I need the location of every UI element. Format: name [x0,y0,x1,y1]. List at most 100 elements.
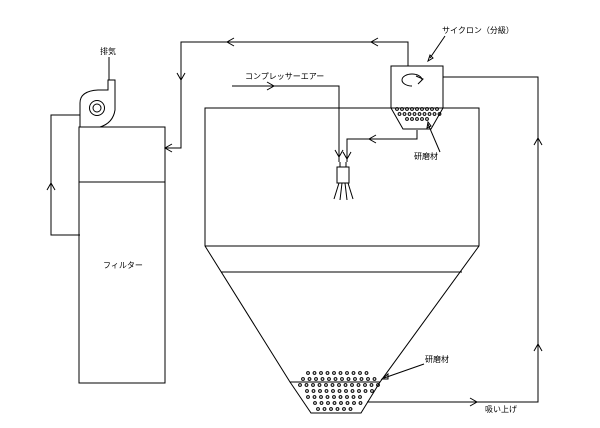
fan-impeller-outer [89,100,105,116]
abrasive-particle [348,407,353,411]
abrasive-particle [311,389,316,393]
abrasive-particle [324,389,329,393]
abrasive-top-leader-arrowhead [426,120,432,129]
abrasive-particle [351,395,356,399]
abrasive-particle [313,401,317,405]
nozzle-body [336,166,350,184]
cyclone-abrasive-particles [395,107,442,121]
right-arrow-icon-air [266,81,276,91]
abrasive-particle [327,377,331,381]
hopper-bottom [289,381,381,414]
cyclone-leader-line [429,35,446,59]
exhaust-label: 排気 [100,46,116,56]
abrasive-particle [432,112,437,116]
abrasive-bottom-leader-line [383,363,425,379]
abrasive-particle [332,395,336,399]
abrasive-particle [325,395,330,399]
abrasive-particle [337,389,342,393]
compressor-air-label: コンプレッサーエアー [245,72,324,81]
abrasive-particle [320,377,325,381]
abrasive-particle [319,395,323,399]
abrasive-particle [311,383,315,387]
cyclone-cone [390,107,444,130]
abrasive-particle [338,395,343,399]
up-arrow-icon-suction-b [533,136,543,146]
abrasive-particle [415,117,419,121]
abrasive-particle [425,117,429,121]
abrasive-particle [312,395,317,399]
abrasive-particle [352,401,356,405]
abrasive-particle [363,389,368,393]
abrasive-particle [333,377,338,381]
abrasive-bottom-leader-arrowhead [380,372,389,380]
abrasive-particle [298,383,302,387]
filter-housing [78,126,166,384]
abrasive-particle [319,371,323,375]
abrasive-particle [370,389,374,393]
abrasive-particle [358,371,362,375]
abrasive-particle [330,383,335,387]
compressor-air-pipe [232,85,340,162]
abrasive-particle [405,117,409,121]
abrasive-particle [338,371,343,375]
swirl-arrowhead-icon [415,75,424,85]
abrasive-particle [340,377,344,381]
swirl-icon [401,73,423,87]
left-arrow-icon-inlet [163,143,173,153]
right-arrow-icon-suction [469,397,479,407]
up-arrow-icon [46,181,56,191]
chamber-outline [204,107,480,383]
down-arrow-icon-feed [342,151,352,161]
abrasive-particle [306,395,310,399]
abrasive-top-leader-line [427,123,441,153]
abrasive-particle [359,377,364,381]
abrasive-label-bottom: 研磨材 [425,354,449,364]
abrasive-particle [343,383,348,387]
abrasive-particle [366,377,370,381]
abrasive-particle [358,395,362,399]
abrasive-particle [350,389,355,393]
abrasive-particle [369,383,374,387]
abrasive-label-top: 研磨材 [414,151,438,161]
abrasive-particle [339,401,343,405]
abrasive-particle [363,383,367,387]
abrasive-particle [307,377,312,381]
abrasive-particle [342,407,346,411]
abrasive-particle [317,383,322,387]
blast-nozzle [333,162,354,201]
blast-chamber [204,107,480,414]
filter-unit [78,126,166,384]
abrasive-particle [372,377,377,381]
exhaust-fan [79,79,116,128]
abrasive-particle [410,117,414,121]
left-arrow-icon-feed [367,134,377,144]
abrasive-particle [356,383,361,387]
cyclone-label: サイクロン（分級） [442,25,514,35]
abrasive-particle [417,112,422,116]
abrasive-particle [420,117,424,121]
abrasive-particle [427,112,432,116]
abrasive-particle [332,371,336,375]
abrasive-particle [412,112,417,116]
suction-label: 吸い上げ [485,405,517,414]
abrasive-particle [314,377,318,381]
abrasive-particle [364,371,369,375]
left-arrow-icon-top-b [369,37,379,47]
abrasive-particle [325,371,330,375]
filter-return-loop [50,114,80,236]
abrasive-particle [376,383,380,387]
abrasive-particle [350,383,354,387]
abrasive-particle [345,401,350,405]
hopper-abrasive-particles [298,371,380,411]
abrasive-particle [335,407,340,411]
abrasive-particle [358,401,363,405]
abrasive-particle [345,371,349,375]
abrasive-particle [322,407,327,411]
fan-impeller-inner [92,103,102,113]
abrasive-particle [402,112,407,116]
filter-label: フィルター [103,261,143,270]
abrasive-particle [329,407,333,411]
suction-return-pipe [367,76,539,403]
